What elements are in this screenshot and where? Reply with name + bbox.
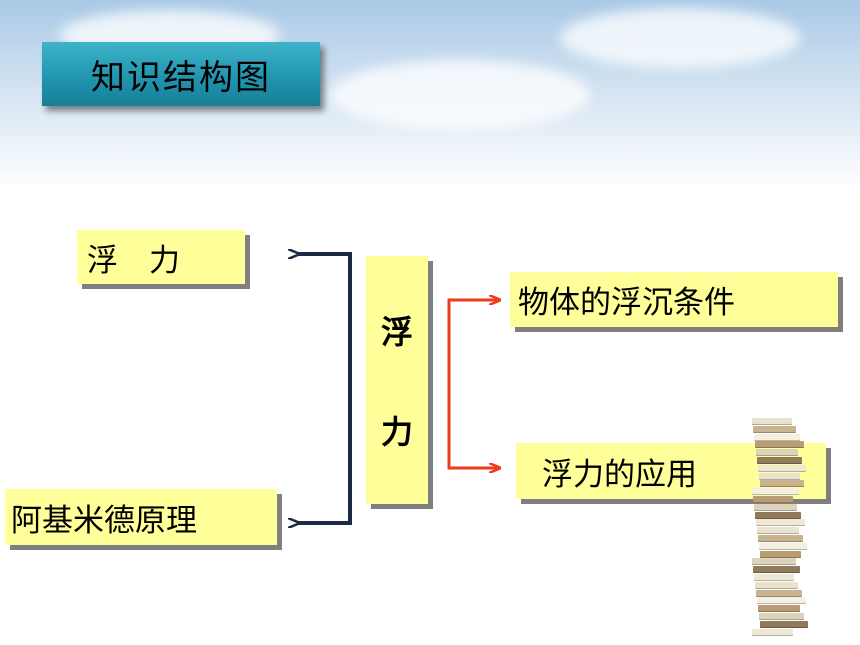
book-icon — [756, 519, 805, 527]
book-icon — [759, 472, 800, 480]
book-icon — [759, 613, 804, 620]
book-icon — [759, 542, 807, 550]
book-icon — [760, 550, 801, 558]
node-archimedes-principle: 阿基米德原理 — [5, 489, 277, 545]
book-icon — [753, 496, 793, 503]
left-bracket-line — [298, 252, 352, 525]
cloud — [330, 60, 590, 130]
book-icon — [754, 503, 797, 511]
book-icon — [758, 605, 800, 613]
node-center-buoyancy: 浮 力 — [366, 256, 428, 504]
book-icon — [756, 449, 798, 457]
book-icon — [758, 535, 803, 542]
book-icon — [757, 527, 799, 535]
cloud — [560, 8, 800, 68]
book-stack-image — [752, 418, 808, 640]
center-char-2: 力 — [380, 413, 413, 451]
book-icon — [752, 418, 792, 425]
book-icon — [753, 566, 800, 574]
book-icon — [760, 480, 804, 488]
node-buoyancy: 浮 力 — [77, 230, 245, 284]
node-float-sink-label: 物体的浮沉条件 — [518, 285, 735, 321]
book-icon — [758, 464, 806, 472]
node-buoyancy-label: 浮 力 — [87, 242, 180, 279]
book-icon — [757, 597, 806, 605]
book-icon — [755, 511, 801, 519]
book-icon — [756, 589, 802, 597]
book-icon — [752, 558, 796, 566]
book-icon — [752, 628, 793, 636]
node-float-sink-conditions: 物体的浮沉条件 — [510, 272, 838, 327]
book-icon — [754, 574, 794, 581]
book-icon — [755, 581, 798, 589]
right-bracket-line — [447, 298, 497, 470]
book-icon — [760, 620, 808, 628]
book-icon — [757, 457, 802, 464]
book-icon — [754, 433, 800, 441]
node-applications-label: 浮力的应用 — [542, 456, 697, 493]
book-icon — [755, 441, 804, 449]
title-banner: 知识结构图 — [42, 42, 320, 106]
node-archimedes-label: 阿基米德原理 — [11, 502, 197, 539]
page-title: 知识结构图 — [91, 57, 271, 98]
book-icon — [753, 425, 796, 433]
book-icon — [752, 488, 799, 496]
center-char-1: 浮 — [380, 313, 413, 351]
